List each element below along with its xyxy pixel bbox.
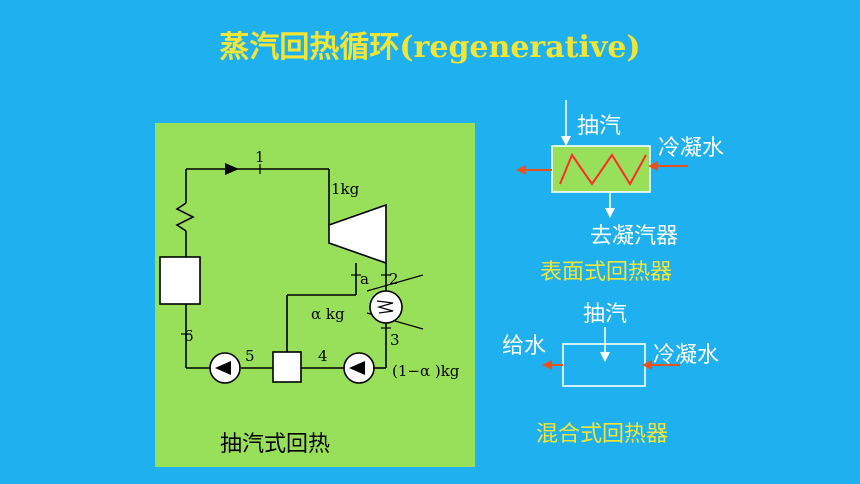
heater-coil <box>559 152 647 186</box>
flow-label-1kg: 1kg <box>331 180 360 198</box>
turbine-shape <box>328 203 387 265</box>
feedwater-out-arrow-icon <box>542 360 552 370</box>
mixing-heater-box <box>562 343 646 387</box>
surface-extraction-label: 抽汽 <box>577 114 622 139</box>
page-title: 蒸汽回热循环(regenerative) <box>219 30 641 65</box>
mixing-extraction-label: 抽汽 <box>583 302 628 327</box>
point-label-2: 2 <box>389 270 399 288</box>
feedwater-label: 给水 <box>502 334 547 359</box>
boiler-box <box>159 256 201 305</box>
mixing-condensate-label: 冷凝水 <box>653 343 720 368</box>
mixing-heater-title: 混合式回热器 <box>536 422 669 447</box>
flow-arrow-icon <box>225 163 239 175</box>
condensate-out-arrow-icon <box>516 165 526 175</box>
mixing-condensate-arrow-icon <box>642 360 652 370</box>
point-label-6: 6 <box>184 327 194 345</box>
cycle-caption: 抽汽式回热 <box>220 432 331 457</box>
heater-box <box>272 351 302 383</box>
surface-heater-title: 表面式回热器 <box>540 260 673 285</box>
point-label-1: 1 <box>255 148 265 166</box>
to-condenser-label: 去凝汽器 <box>590 224 679 249</box>
surface-heater-box <box>551 145 651 193</box>
extraction-arrow-icon <box>561 136 571 146</box>
condensate-in-arrow-icon <box>648 161 658 171</box>
to-condenser-arrow-icon <box>605 208 615 218</box>
point-label-4: 4 <box>318 347 328 365</box>
cycle-diagram <box>159 163 424 384</box>
point-label-3: 3 <box>390 331 400 349</box>
superheater-coil <box>175 202 195 232</box>
condenser-icon <box>369 290 403 324</box>
point-label-a: a <box>360 270 369 288</box>
flow-label-alpha: α kg <box>311 305 345 323</box>
point-label-5: 5 <box>245 347 255 365</box>
flow-label-one-minus-alpha: (1−α )kg <box>392 362 460 380</box>
surface-condensate-label: 冷凝水 <box>658 136 725 161</box>
mixing-extraction-arrow-icon <box>600 352 610 362</box>
